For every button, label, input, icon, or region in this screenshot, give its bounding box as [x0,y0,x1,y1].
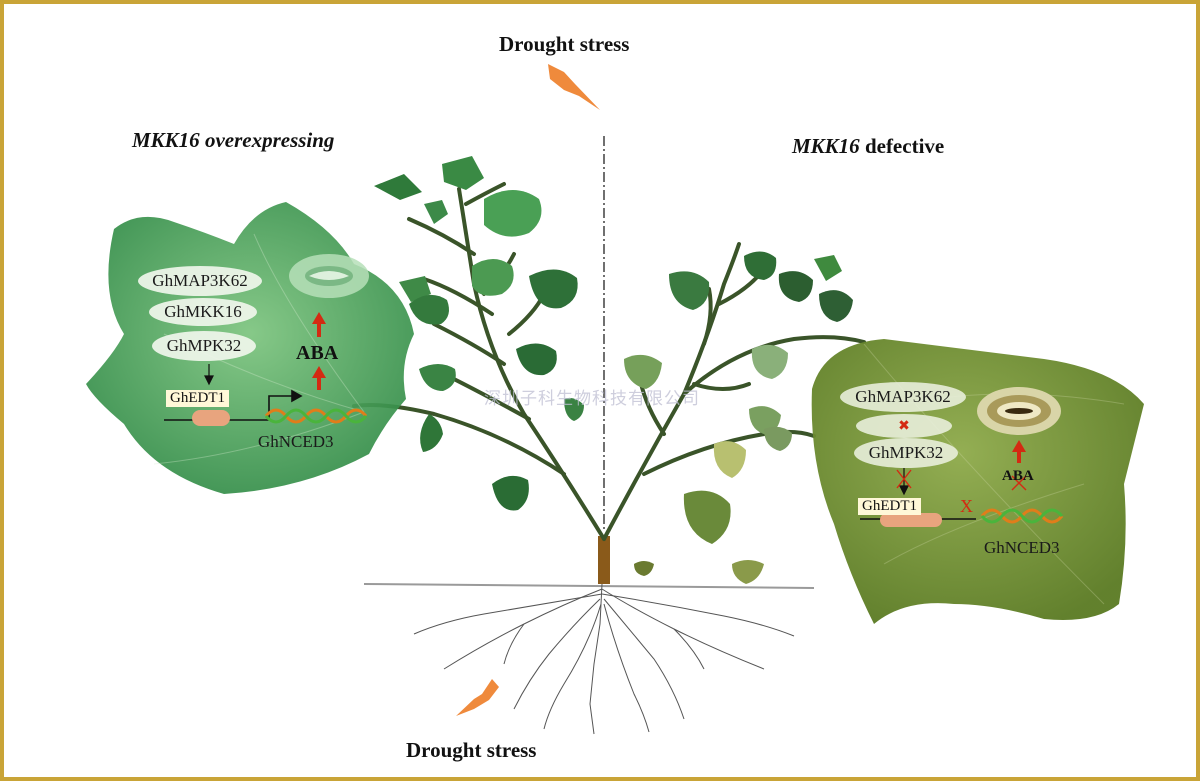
activation-arrow-right [1012,440,1026,463]
roots [363,583,815,735]
stoma-icon-right [977,387,1061,435]
right-title-gene: MKK16 [792,134,860,158]
aba-block-cross [1011,475,1027,491]
edt-label-left: GhEDT1 [166,390,229,407]
cascade-node-right-missing: ✖ [856,414,952,438]
stress-label-bottom: Drought stress [406,738,537,762]
watermark-text: 深圳子科生物科技有限公司 [484,389,700,408]
left-title-gene: MKK16 [132,128,200,152]
edt-binding-box-left [192,410,230,426]
lightning-icon-bottom [456,679,499,716]
blocked-mark-icon: ✖ [898,418,910,434]
cascade-node-right-1: GhMAP3K62 [840,382,966,412]
left-panel-title: MKK16 overexpressing [132,128,334,153]
hormone-label-right: ABA [1002,468,1034,484]
stoma-icon-left [289,254,369,298]
right-title-rest: defective [859,134,945,158]
dna-helix-right [980,508,1064,524]
cascade-node-left-3: GhMPK32 [152,331,256,361]
cascade-arrow-left [204,364,214,386]
hormone-label-left: ABA [296,342,339,364]
plant-leaves [374,156,853,584]
plant-stem [352,182,866,584]
stress-label-top: Drought stress [499,32,630,56]
cascade-node-right-2: GhMPK32 [854,438,958,468]
edt-binding-box-right [880,513,942,527]
dna-helix-left [264,408,368,424]
target-gene-left: GhNCED3 [258,432,334,451]
edt-label-right: GhEDT1 [858,498,921,515]
inhibit-mark-right: X [960,496,973,516]
lightning-icon-top [548,64,600,110]
blocked-cross-small [896,469,912,489]
target-gene-right: GhNCED3 [984,538,1060,557]
right-leaf [811,339,1144,624]
right-panel-title: MKK16 defective [792,134,944,159]
cascade-node-left-2: GhMKK16 [149,298,257,326]
activation-arrows-left [312,312,326,390]
left-title-rest: overexpressing [199,128,335,152]
cascade-node-left-1: GhMAP3K62 [138,266,262,296]
